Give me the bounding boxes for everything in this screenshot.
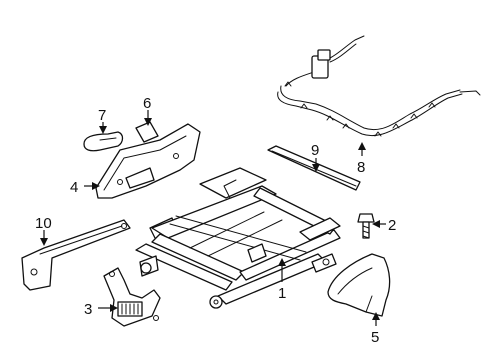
callout-8: 8 xyxy=(357,159,365,176)
callout-9: 9 xyxy=(311,142,319,159)
callout-10: 10 xyxy=(35,215,52,232)
callout-1: 1 xyxy=(278,285,286,302)
callout-3: 3 xyxy=(84,301,92,318)
bolt xyxy=(357,213,375,239)
trim-cap xyxy=(135,121,159,143)
callout-7: 7 xyxy=(98,107,106,124)
seat-track-frame xyxy=(135,167,341,309)
leader-lines xyxy=(40,110,386,326)
callout-2: 2 xyxy=(388,217,396,234)
callout-5: 5 xyxy=(371,329,379,346)
side-shield xyxy=(95,123,201,199)
outer-trim-cover xyxy=(327,253,391,317)
switch-bracket xyxy=(103,267,161,327)
callout-4: 4 xyxy=(70,179,78,196)
adjuster-knob xyxy=(83,131,124,152)
callout-6: 6 xyxy=(143,95,151,112)
support-bracket xyxy=(21,219,131,291)
wiring-harness xyxy=(277,35,481,137)
